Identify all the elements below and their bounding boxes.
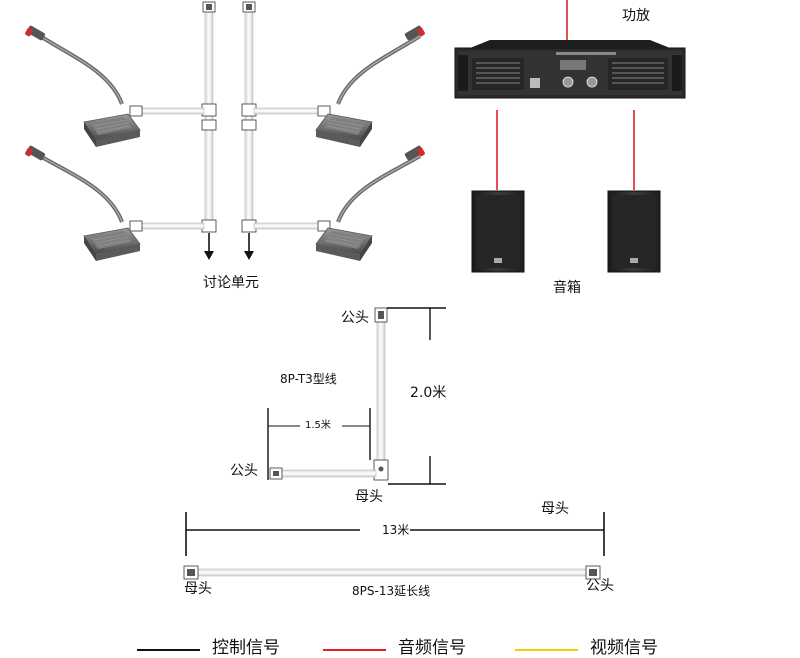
length-13m-label: 13米 xyxy=(382,523,410,537)
t3-cable-drawing xyxy=(267,307,446,485)
female-connector-label: 母头 xyxy=(184,581,212,597)
amplifier-label: 功放 xyxy=(622,8,650,24)
legend-audio-label: 音频信号 xyxy=(398,638,466,658)
speakers-label: 音箱 xyxy=(553,280,581,296)
microphone-unit-icon xyxy=(25,25,141,147)
extension-cable-drawing xyxy=(183,512,605,580)
t3-cable-label: 8P-T3型线 xyxy=(280,372,337,386)
arrow-down-icon xyxy=(204,251,214,260)
female-connector-label: 母头 xyxy=(355,489,383,505)
male-connector-label: 公头 xyxy=(341,310,369,326)
discussion-unit-group xyxy=(25,1,425,261)
speaker-right-icon xyxy=(607,190,661,273)
legend-control-label: 控制信号 xyxy=(212,638,280,658)
male-connector-label: 公头 xyxy=(586,578,614,594)
speaker-left-icon xyxy=(471,190,525,273)
length-1-5m-label: 1.5米 xyxy=(305,420,331,431)
microphone-unit-icon xyxy=(315,145,425,261)
discussion-units-label: 讨论单元 xyxy=(203,275,259,291)
extension-cable-label: 8PS-13延长线 xyxy=(352,584,431,598)
male-connector-label: 公头 xyxy=(230,463,258,479)
arrow-down-icon xyxy=(244,251,254,260)
microphone-unit-icon xyxy=(25,145,141,261)
audio-system xyxy=(454,0,686,273)
female-connector-label: 母头 xyxy=(541,501,569,517)
amplifier-icon xyxy=(454,40,686,99)
length-2m-label: 2.0米 xyxy=(410,385,447,401)
microphone-unit-icon xyxy=(315,25,425,147)
legend-video-label: 视频信号 xyxy=(590,638,658,658)
